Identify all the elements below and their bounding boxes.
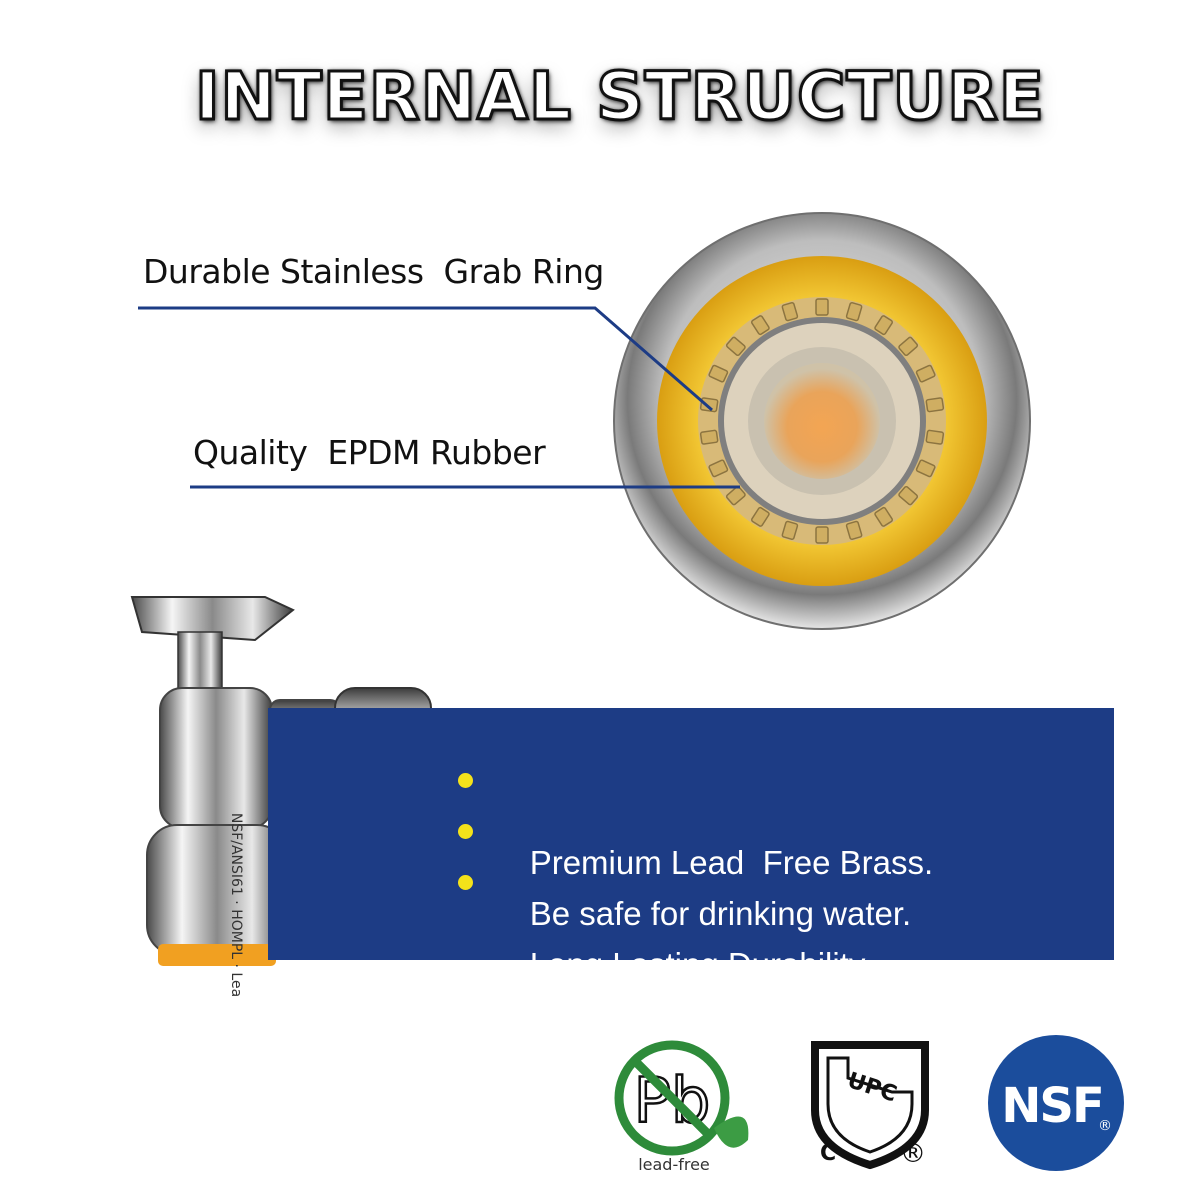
grab-ring-tooth: [898, 336, 919, 357]
grab-ring-tooth: [845, 520, 863, 541]
nsf-logo: NSF ®: [988, 1035, 1124, 1171]
grab-ring-tooth: [725, 336, 746, 357]
bullet-icon: [458, 773, 473, 788]
grab-ring-tooth: [781, 301, 799, 322]
epdm-rubber-label: Quality EPDM Rubber: [193, 433, 546, 472]
bullet-icon: [458, 824, 473, 839]
page-title: INTERNAL STRUCTURE: [194, 57, 1046, 137]
feature-text: Premium Lead Free Brass.: [529, 844, 934, 881]
grab-ring-tooth: [925, 429, 945, 445]
fitting-cross-section: [613, 212, 1031, 630]
grab-ring-tooth: [815, 298, 829, 316]
grab-ring-tooth: [874, 506, 893, 527]
grab-ring-tooth: [845, 301, 863, 322]
grab-ring-tooth: [781, 520, 799, 541]
leaf-icon: [714, 1116, 749, 1148]
grab-ring-tooth: [699, 429, 719, 445]
grab-ring-tooth: [708, 459, 729, 478]
lead-free-caption: lead-free: [638, 1155, 710, 1174]
feature-item: Premium Lead Free Brass.: [458, 758, 933, 881]
feature-list: Premium Lead Free Brass. Be safe for dri…: [458, 758, 933, 983]
callout-lines: [138, 306, 740, 489]
grab-ring-tooth: [874, 315, 893, 336]
grab-ring-tooth: [925, 397, 945, 413]
grab-ring-tooth: [915, 459, 936, 478]
features-panel: [268, 708, 1114, 960]
grab-ring-tooth: [708, 364, 729, 383]
lead-free-logo: Pb lead-free: [614, 1040, 749, 1174]
bullet-icon: [458, 875, 473, 890]
grab-ring-label: Durable Stainless Grab Ring: [143, 252, 604, 291]
grab-ring-tooth: [725, 485, 746, 506]
grab-ring-tooth: [915, 364, 936, 383]
nsf-registered-mark: ®: [1098, 1118, 1112, 1134]
grab-ring-tooth: [815, 526, 829, 544]
upc-logo: UPC C ®: [811, 1041, 929, 1170]
feature-text: Long Lasting Durability.: [529, 946, 873, 983]
nsf-text: NSF: [1001, 1078, 1103, 1134]
upc-c-mark: C: [820, 1141, 836, 1166]
grab-ring-tooth: [898, 485, 919, 506]
grab-ring-tooth: [699, 397, 719, 413]
grab-ring-tooth: [751, 315, 770, 336]
feature-item: Long Lasting Durability.: [458, 860, 933, 983]
valve-markings: NSF/ANSI61 · HOMPL · Lea: [228, 813, 244, 997]
grab-ring-tooth: [751, 506, 770, 527]
feature-item: Be safe for drinking water.: [458, 809, 933, 932]
upc-registered-mark: ®: [900, 1139, 926, 1169]
feature-text: Be safe for drinking water.: [529, 895, 912, 932]
